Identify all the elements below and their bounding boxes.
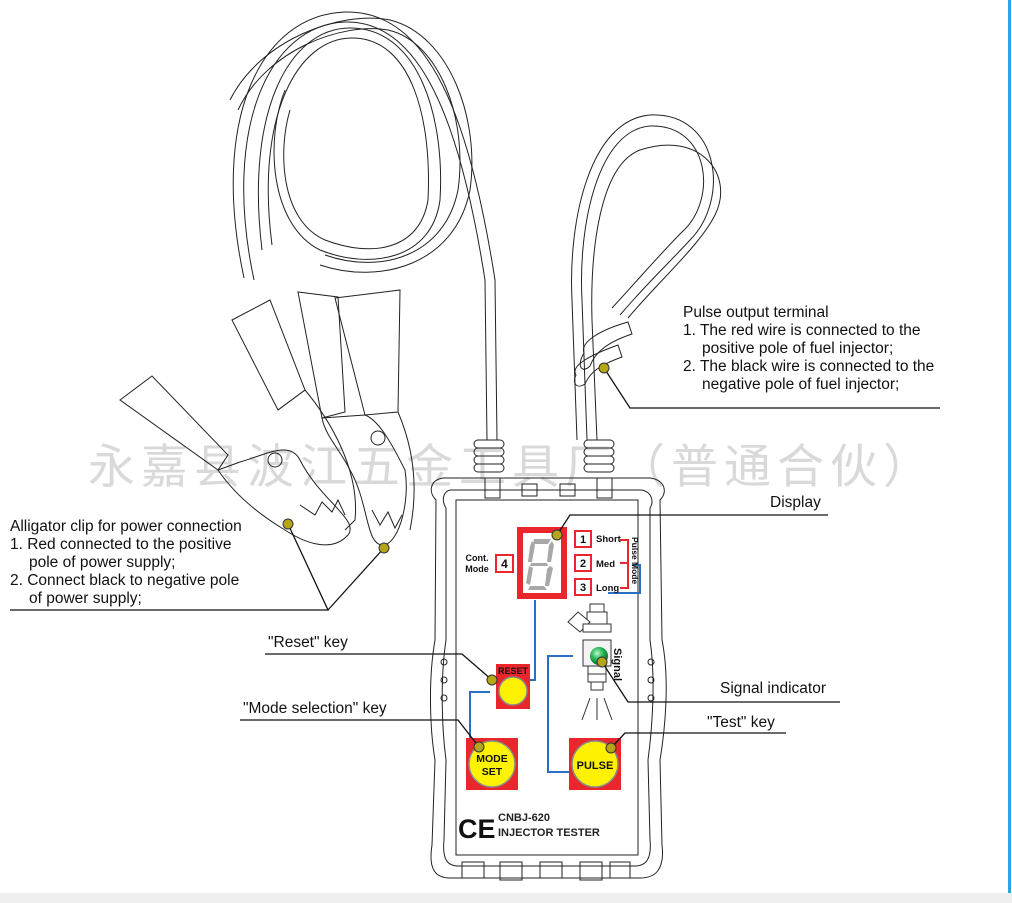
pulse-mode-short: 1 Short xyxy=(574,530,622,548)
callout-dot-alligator-black xyxy=(378,542,390,554)
model-number: CNBJ-620 xyxy=(498,812,550,824)
pulse-mode-bracket xyxy=(620,539,629,589)
pulse-mode-vertical-label: Pulse Mode xyxy=(630,537,640,585)
leader-signal xyxy=(601,661,840,703)
reset-button[interactable]: RESET xyxy=(496,664,530,709)
callout-line: 2. The black wire is connected to the xyxy=(683,358,935,375)
pulse-mode-number: 1 xyxy=(580,534,586,546)
leader-pulse-terminal xyxy=(603,367,940,409)
callout-reset-key: "Reset" key xyxy=(268,634,348,651)
callout-line: of power supply; xyxy=(29,590,142,607)
callout-line: positive pole of fuel injector; xyxy=(702,340,894,357)
mode-button-label-2: SET xyxy=(482,766,503,778)
power-cable xyxy=(229,11,498,441)
callout-title: Pulse output terminal xyxy=(683,304,829,321)
ce-mark: CE xyxy=(458,814,496,844)
callout-display: Display xyxy=(770,494,821,511)
callout-leaders xyxy=(10,367,940,749)
reset-button-label: RESET xyxy=(498,666,529,676)
cont-mode-label-1: Cont. xyxy=(466,553,489,563)
callout-line: 1. The red wire is connected to the xyxy=(683,322,921,339)
callout-line: negative pole of fuel injector; xyxy=(702,376,900,393)
pulse-mode-label: Short xyxy=(596,534,622,545)
callout-dot-pulse-terminal xyxy=(598,362,610,374)
callout-dot-alligator-red xyxy=(282,518,294,530)
callout-line: 1. Red connected to the positive xyxy=(10,536,232,553)
callout-line: 2. Connect black to negative pole xyxy=(10,572,240,589)
leader-display xyxy=(556,514,828,536)
pulse-mode-long: 3 Long xyxy=(574,578,619,596)
leader-mode xyxy=(240,719,480,748)
cont-mode-label-2: Mode xyxy=(465,564,489,574)
callout-alligator: Alligator clip for power connection 1. R… xyxy=(10,518,242,608)
cont-mode-box: 4 xyxy=(495,554,514,573)
pulse-mode-label: Long xyxy=(596,583,619,594)
pulse-cable xyxy=(571,114,721,441)
pulse-button-label: PULSE xyxy=(577,760,614,772)
callout-dot-reset xyxy=(486,674,498,686)
leader-reset xyxy=(265,653,493,681)
fuel-injector-icon xyxy=(567,603,613,721)
pulse-mode-med: 2 Med xyxy=(574,554,615,572)
callout-dot-test xyxy=(605,742,617,754)
cable-strain-relief-right xyxy=(583,439,615,473)
panel-wiring xyxy=(469,564,641,773)
pulse-mode-number: 2 xyxy=(580,558,586,570)
callout-dots xyxy=(282,362,617,754)
pulse-mode-label: Med xyxy=(596,559,615,570)
cont-mode-number: 4 xyxy=(501,557,508,571)
cable-strain-relief-left xyxy=(473,439,505,473)
callout-test-key: "Test" key xyxy=(707,714,775,731)
alligator-clip-black xyxy=(297,289,415,546)
leader-alligator-black xyxy=(327,547,385,611)
alligator-clip-red xyxy=(119,299,357,546)
device-housing xyxy=(430,477,667,881)
callout-pulse-terminal: Pulse output terminal 1. The red wire is… xyxy=(683,304,934,394)
callout-dot-display xyxy=(551,529,563,541)
seven-segment-digit xyxy=(526,539,554,590)
product-name: INJECTOR TESTER xyxy=(498,827,600,839)
callout-title: Alligator clip for power connection xyxy=(10,518,242,535)
callout-dot-signal xyxy=(596,656,608,668)
bottom-strip xyxy=(0,893,1012,903)
signal-vertical-label: Signal xyxy=(611,648,623,681)
pulse-mode-number: 3 xyxy=(580,582,586,594)
pulse-button[interactable]: PULSE xyxy=(569,738,621,790)
mode-button-label-1: MODE xyxy=(476,753,508,765)
callout-line: pole of power supply; xyxy=(29,554,176,571)
callout-dot-mode xyxy=(473,741,485,753)
right-frame-border xyxy=(1008,0,1011,893)
watermark-text: 永嘉县波江五金工具厂（普通合伙） xyxy=(88,440,936,495)
mode-set-button[interactable]: MODE SET xyxy=(466,738,518,790)
callout-signal-indicator: Signal indicator xyxy=(720,680,826,697)
leader-test xyxy=(610,732,786,749)
callout-mode-key: "Mode selection" key xyxy=(243,700,387,717)
